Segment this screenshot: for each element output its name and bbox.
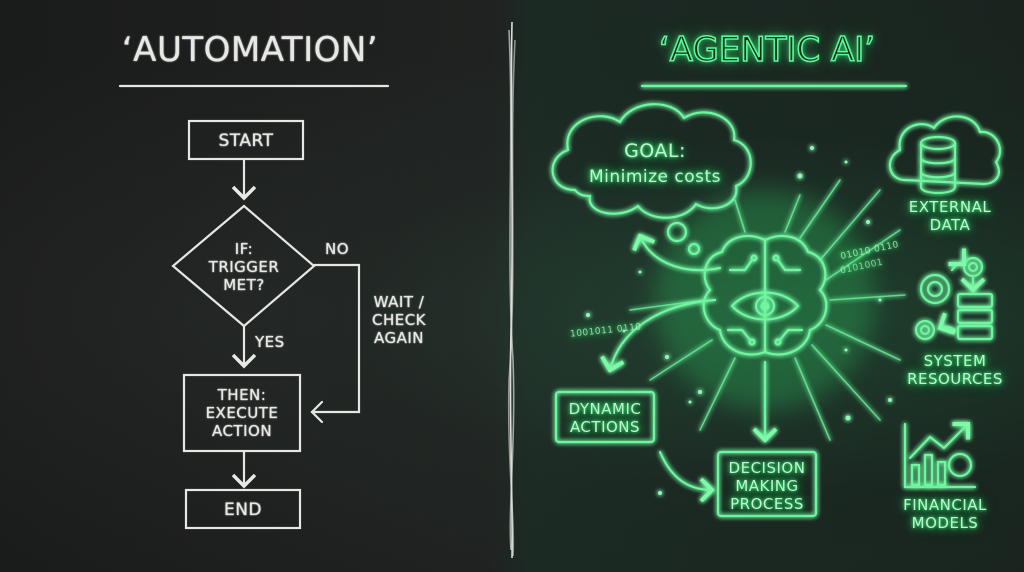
dynamic-actions-line-2: ACTIONS: [569, 418, 641, 436]
gears-icon: [914, 248, 986, 341]
end-box: [184, 488, 302, 530]
wait-check-again-label: WAIT / CHECK AGAIN: [365, 293, 433, 347]
external-data-line-2: DATA: [929, 216, 971, 234]
yes-label: YES: [255, 333, 285, 351]
system-resources-line-2: RESOURCES: [907, 370, 1003, 388]
loop-line-2: CHECK: [371, 311, 427, 329]
loop-line-3: AGAIN: [373, 329, 425, 347]
agentic-ai-title: ‘AGENTIC AI’: [658, 29, 876, 71]
dynamic-actions-box: [554, 390, 656, 444]
external-data-line-1: EXTERNAL: [908, 198, 992, 216]
automation-title: ‘AUTOMATION’: [121, 30, 379, 70]
start-label: START: [218, 131, 274, 151]
financial-chart-icon: [903, 422, 977, 489]
system-resources-label: SYSTEM RESOURCES: [900, 352, 1010, 388]
goal-cloud: [551, 103, 752, 219]
no-loop-line: [310, 263, 361, 414]
thought-bubble-1: [666, 221, 688, 243]
automation-flowchart: [118, 84, 390, 530]
action-line-2: EXECUTE: [205, 404, 279, 422]
agentic-graphics: [551, 84, 1002, 518]
decision-line-3: MET?: [223, 276, 265, 294]
brain-eye-icon: [702, 234, 828, 356]
end-label: END: [223, 500, 263, 520]
decision-making-label: DECISION MAKING PROCESS: [718, 459, 816, 513]
decision-making-line-2: MAKING: [735, 477, 799, 495]
financial-models-line-1: FINANCIAL: [903, 496, 987, 514]
decision-making-line-3: PROCESS: [730, 495, 804, 513]
decision-making-box: [716, 450, 818, 518]
no-loop-arrowhead: [310, 400, 324, 424]
energy-rays: [629, 179, 906, 441]
action-label: THEN: EXECUTE ACTION: [184, 386, 300, 440]
action-box: [182, 373, 302, 453]
chalk-divider: [507, 21, 516, 559]
particles: [586, 146, 892, 495]
thought-bubble-2: [687, 242, 701, 256]
database-icon: [919, 135, 957, 195]
external-data-cloud: [888, 115, 1002, 186]
external-data-label: EXTERNAL DATA: [895, 198, 1005, 234]
goal-line-1: GOAL:: [624, 140, 686, 162]
goal-line-2: Minimize costs: [588, 167, 722, 187]
dynamic-actions-line-1: DYNAMIC: [568, 400, 642, 418]
no-label: NO: [325, 240, 350, 258]
arrow-to-dynamic-actions: [600, 298, 717, 373]
dynamic-actions-label: DYNAMIC ACTIONS: [556, 400, 654, 436]
decision-line-1: IF:: [234, 240, 254, 258]
action-line-1: THEN:: [217, 386, 267, 404]
server-stack-icon: [956, 292, 994, 341]
financial-models-label: FINANCIAL MODELS: [890, 496, 1000, 532]
decision-line-2: TRIGGER: [208, 258, 280, 276]
action-line-3: ACTION: [211, 422, 273, 440]
goal-label: GOAL: Minimize costs: [575, 138, 735, 190]
decision-making-line-1: DECISION: [728, 459, 806, 477]
arrow-to-goal: [632, 233, 722, 272]
system-resources-line-1: SYSTEM: [923, 352, 987, 370]
financial-models-line-2: MODELS: [911, 514, 979, 532]
loop-line-1: WAIT /: [373, 293, 425, 311]
start-box: [187, 119, 305, 161]
decision-label: IF: TRIGGER MET?: [194, 240, 294, 294]
arrow-dynamic-to-decision: [658, 450, 715, 503]
